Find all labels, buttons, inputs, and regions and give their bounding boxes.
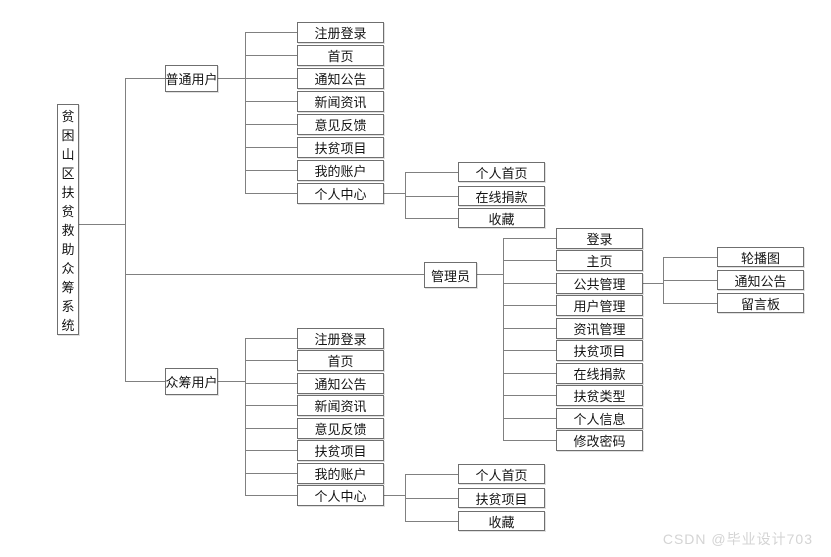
connector-line — [245, 78, 297, 79]
node-admin-login: 登录 — [556, 228, 643, 249]
connector-line — [245, 32, 246, 194]
connector-line — [78, 224, 125, 225]
node-normal-user: 普通用户 — [165, 65, 218, 92]
connector-line — [245, 170, 297, 171]
connector-line — [245, 147, 297, 148]
connector-line — [217, 78, 245, 79]
connector-line — [405, 172, 458, 173]
connector-line — [663, 280, 717, 281]
connector-line — [405, 498, 458, 499]
node-nu-news: 新闻资讯 — [297, 91, 384, 112]
connector-line — [384, 495, 405, 496]
node-admin-user-mgmt: 用户管理 — [556, 295, 643, 316]
node-admin-change-password: 修改密码 — [556, 430, 643, 451]
connector-line — [405, 172, 406, 219]
node-cu-news: 新闻资讯 — [297, 395, 384, 416]
connector-line — [663, 257, 717, 258]
connector-line — [503, 283, 556, 284]
node-admin-personal-info: 个人信息 — [556, 408, 643, 429]
connector-line — [245, 428, 297, 429]
connector-line — [245, 55, 297, 56]
connector-line — [405, 196, 458, 197]
node-carousel: 轮播图 — [717, 247, 804, 267]
node-nu-feedback: 意见反馈 — [297, 114, 384, 135]
connector-line — [125, 78, 126, 382]
node-crowdfund-user: 众筹用户 — [165, 368, 218, 395]
node-admin-poverty-project: 扶贫项目 — [556, 340, 643, 361]
node-cu-favorites: 收藏 — [458, 511, 545, 531]
connector-line — [125, 78, 165, 79]
node-nu-personal-home: 个人首页 — [458, 162, 545, 182]
connector-line — [125, 274, 424, 275]
node-admin-poverty-type: 扶贫类型 — [556, 385, 643, 406]
connector-line — [503, 350, 556, 351]
connector-line — [245, 338, 246, 496]
node-admin: 管理员 — [424, 262, 477, 288]
node-pm-notice: 通知公告 — [717, 270, 804, 290]
node-nu-register-login: 注册登录 — [297, 22, 384, 43]
connector-line — [245, 338, 297, 339]
connector-line — [503, 260, 556, 261]
node-cu-my-account: 我的账户 — [297, 463, 384, 484]
connector-line — [503, 440, 556, 441]
node-admin-news-mgmt: 资讯管理 — [556, 318, 643, 339]
node-cu-personal-home: 个人首页 — [458, 464, 545, 484]
connector-line — [245, 450, 297, 451]
connector-line — [503, 238, 556, 239]
connector-line — [643, 283, 663, 284]
node-cu-poverty-project: 扶贫项目 — [297, 440, 384, 461]
connector-line — [477, 274, 503, 275]
node-admin-online-donation: 在线捐款 — [556, 363, 643, 384]
connector-line — [503, 395, 556, 396]
connector-line — [405, 521, 458, 522]
node-nu-poverty-project: 扶贫项目 — [297, 137, 384, 158]
csdn-watermark: CSDN @毕业设计703 — [662, 531, 813, 547]
connector-line — [503, 418, 556, 419]
node-root: 贫困山区扶贫救助众筹系统 — [57, 104, 79, 335]
node-cu-feedback: 意见反馈 — [297, 418, 384, 439]
connector-line — [503, 328, 556, 329]
node-nu-notice: 通知公告 — [297, 68, 384, 89]
connector-line — [245, 32, 297, 33]
connector-line — [217, 381, 245, 382]
node-nu-personal-center: 个人中心 — [297, 183, 384, 204]
connector-line — [245, 124, 297, 125]
node-message-board: 留言板 — [717, 293, 804, 313]
node-cu-notice: 通知公告 — [297, 373, 384, 394]
node-cu-personal-center: 个人中心 — [297, 485, 384, 506]
node-admin-main-page: 主页 — [556, 250, 643, 271]
node-admin-public-mgmt: 公共管理 — [556, 273, 643, 294]
node-cu-register-login: 注册登录 — [297, 328, 384, 349]
connector-line — [503, 373, 556, 374]
connector-line — [384, 193, 405, 194]
connector-line — [405, 474, 458, 475]
connector-line — [663, 303, 717, 304]
connector-line — [245, 360, 297, 361]
node-nu-online-donation: 在线捐款 — [458, 186, 545, 206]
connector-line — [405, 218, 458, 219]
connector-line — [245, 495, 297, 496]
connector-line — [503, 238, 504, 441]
node-nu-favorites: 收藏 — [458, 208, 545, 228]
node-nu-my-account: 我的账户 — [297, 160, 384, 181]
node-cu-poverty-project-pc: 扶贫项目 — [458, 488, 545, 508]
node-cu-home: 首页 — [297, 350, 384, 371]
connector-line — [245, 473, 297, 474]
connector-line — [245, 193, 297, 194]
connector-line — [245, 383, 297, 384]
connector-line — [245, 101, 297, 102]
node-nu-home: 首页 — [297, 45, 384, 66]
connector-line — [503, 305, 556, 306]
connector-line — [245, 405, 297, 406]
connector-line — [125, 381, 165, 382]
